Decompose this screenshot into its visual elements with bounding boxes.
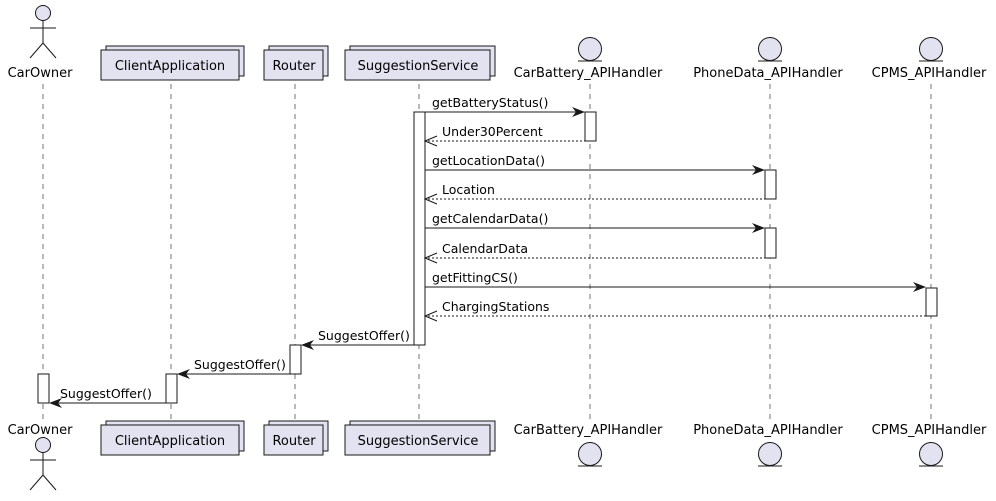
message-label: ChargingStations [442, 299, 549, 314]
collections-suggestionservice-top: SuggestionService [344, 45, 496, 81]
activation-cpms-apihandler [925, 287, 938, 317]
activation-phonedata-apihandler-2 [764, 227, 777, 259]
message-label: getCalendarData() [432, 211, 548, 226]
message-suggestoffer-clientapplication: SuggestOffer() [177, 357, 290, 379]
participant-label: Router [272, 434, 316, 449]
message-label: getFittingCS() [432, 270, 518, 285]
entity-icon [578, 37, 602, 62]
entity-icon [758, 442, 782, 467]
activation-phonedata-apihandler-1 [764, 169, 777, 200]
message-label: SuggestOffer() [318, 328, 410, 343]
collections-router-bottom: Router [263, 420, 329, 456]
message-label: getLocationData() [432, 153, 545, 168]
activation-router [289, 344, 302, 375]
message-label: SuggestOffer() [194, 357, 286, 372]
participant-label: PhoneData_APIHandler [693, 66, 843, 81]
participant-label: CPMS_APIHandler [872, 423, 987, 438]
actor-carowner-bottom: CarOwner [8, 423, 73, 491]
collections-suggestionservice-bottom: SuggestionService [344, 420, 496, 456]
participant-label: CPMS_APIHandler [872, 66, 987, 81]
participant-label: CarOwner [8, 423, 73, 438]
message-getfittingcs: getFittingCS() [425, 270, 926, 292]
entity-icon [919, 37, 943, 62]
actor-icon [29, 5, 57, 59]
message-label: Under30Percent [442, 124, 543, 139]
entity-icon [578, 442, 602, 467]
activation-suggestionservice [413, 111, 426, 346]
collections-router-top: Router [263, 45, 329, 81]
entity-icon [758, 37, 782, 62]
entity-carbattery-apihandler-bottom: CarBattery_APIHandler [514, 423, 663, 467]
message-label: getBatteryStatus() [432, 95, 548, 110]
message-chargingstations: ChargingStations [423, 299, 926, 322]
actor-icon [29, 437, 57, 491]
participant-label: CarOwner [8, 66, 73, 81]
message-suggestoffer-carowner: SuggestOffer() [49, 386, 166, 408]
entity-phonedata-apihandler-top: PhoneData_APIHandler [693, 37, 843, 81]
entity-cpms-apihandler-top: CPMS_APIHandler [872, 37, 987, 81]
message-suggestoffer-router: SuggestOffer() [301, 328, 414, 350]
entity-icon [919, 442, 943, 467]
message-label: CalendarData [442, 241, 528, 256]
message-label: SuggestOffer() [60, 386, 152, 401]
collections-clientapplication-top: ClientApplication [100, 45, 245, 81]
participant-label: SuggestionService [358, 59, 479, 74]
message-getcalendardata: getCalendarData() [425, 211, 765, 233]
participant-label: Router [272, 59, 316, 74]
message-under30percent: Under30Percent [423, 124, 585, 147]
activation-carowner [37, 373, 50, 404]
message-getlocationdata: getLocationData() [425, 153, 765, 175]
message-location: Location [423, 182, 765, 205]
entity-carbattery-apihandler-top: CarBattery_APIHandler [514, 37, 663, 81]
collections-clientapplication-bottom: ClientApplication [100, 420, 245, 456]
entity-phonedata-apihandler-bottom: PhoneData_APIHandler [693, 423, 843, 467]
participant-label: CarBattery_APIHandler [514, 423, 663, 438]
participant-label: ClientApplication [115, 434, 225, 449]
activation-carbattery-apihandler [584, 111, 597, 142]
activation-clientapplication [165, 373, 178, 404]
message-label: Location [442, 182, 495, 197]
participant-label: CarBattery_APIHandler [514, 66, 663, 81]
entity-cpms-apihandler-bottom: CPMS_APIHandler [872, 423, 987, 467]
participant-label: SuggestionService [358, 434, 479, 449]
participant-label: ClientApplication [115, 59, 225, 74]
actor-carowner-top: CarOwner [8, 5, 73, 81]
participant-label: PhoneData_APIHandler [693, 423, 843, 438]
message-getbatterystatus: getBatteryStatus() [425, 95, 585, 117]
message-calendardata: CalendarData [423, 241, 765, 264]
